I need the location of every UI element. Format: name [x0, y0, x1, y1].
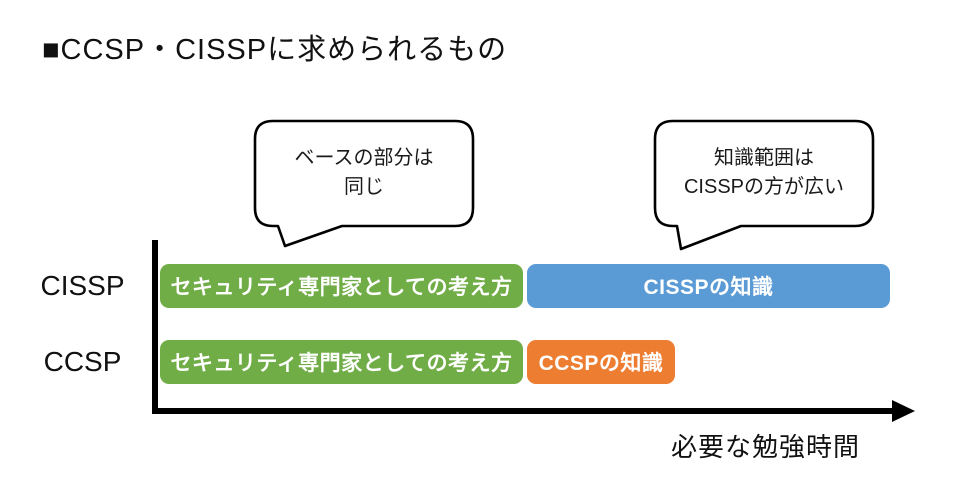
callout-line: CISSPの方が広い — [683, 175, 845, 198]
callout-line: 同じ — [344, 175, 384, 198]
callout-base-same: ベースの部分は 同じ — [253, 119, 477, 253]
bar-cissp-knowledge: CISSPの知識 — [527, 264, 890, 308]
speech-bubble-icon — [653, 119, 875, 251]
x-axis-label: 必要な勉強時間 — [670, 432, 860, 462]
y-axis-line — [152, 240, 158, 413]
callout-knowledge-range: 知識範囲は CISSPの方が広い — [653, 119, 877, 253]
x-axis-line — [152, 408, 894, 414]
speech-bubble-icon — [253, 119, 475, 248]
bar-cissp-mindset: セキュリティ専門家としての考え方 — [160, 264, 523, 308]
row-label-ccsp: CCSP — [43, 346, 122, 377]
callout-knowledge-range-text: 知識範囲は CISSPの方が広い — [653, 119, 875, 226]
callout-line: 知識範囲は — [714, 146, 814, 169]
row-label-cissp: CISSP — [40, 270, 125, 301]
bar-ccsp-mindset: セキュリティ専門家としての考え方 — [160, 340, 523, 384]
callout-base-same-text: ベースの部分は 同じ — [253, 119, 475, 226]
slide-title: ■CCSP・CISSPに求められるもの — [42, 34, 508, 66]
x-axis-arrowhead-icon — [892, 400, 915, 422]
bar-ccsp-knowledge: CCSPの知識 — [527, 340, 675, 384]
callout-line: ベースの部分は — [294, 146, 434, 169]
